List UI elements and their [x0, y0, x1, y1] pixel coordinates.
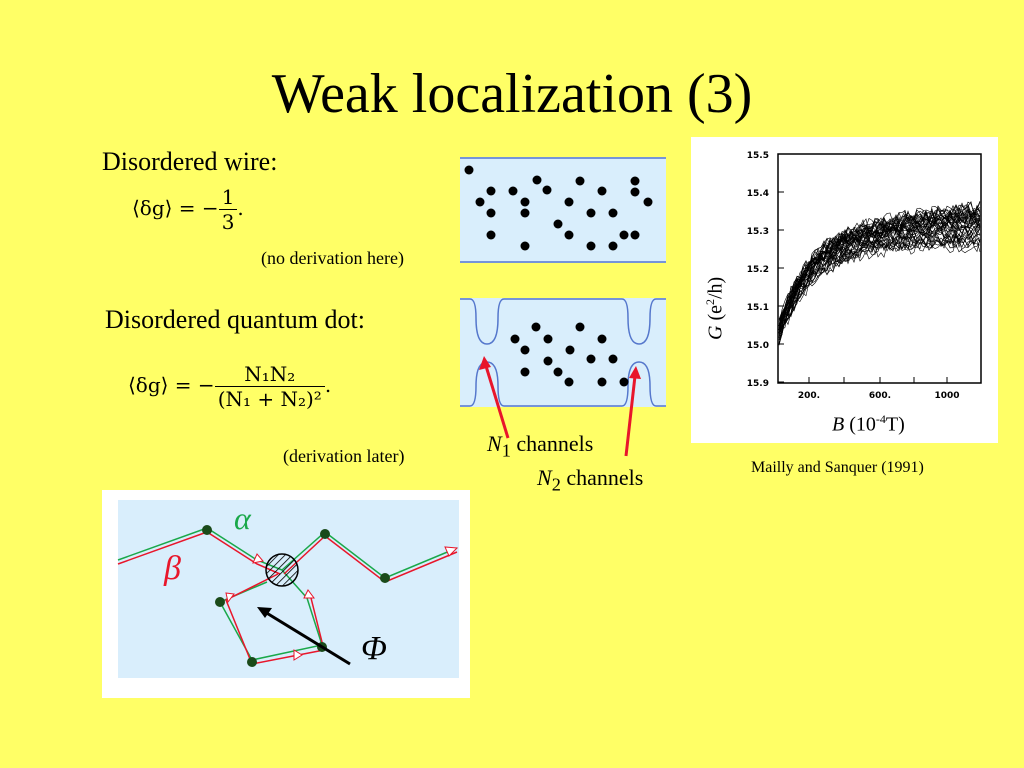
y-axis-unit: (e	[704, 305, 727, 326]
wire-impurities	[464, 165, 653, 251]
y-tick-label: 15.2	[747, 265, 769, 275]
n1-text: channels	[510, 431, 594, 456]
wire-label: Disordered wire:	[102, 147, 278, 176]
dot-eq-denominator: (N₁ + N₂)²	[217, 387, 322, 411]
dot-equation: ⟨δg⟩ = −N₁N₂(N₁ + N₂)².	[128, 362, 331, 411]
y-axis-label: G (e2/h)	[703, 277, 728, 340]
y-axis-unit-exp: 2	[703, 299, 717, 305]
y-tick-label: 15.9	[747, 379, 769, 389]
x-tick-label: 600.	[869, 391, 891, 401]
dot-label: Disordered quantum dot:	[105, 305, 365, 334]
wire-eq-numerator: 1	[218, 185, 238, 210]
plot-citation: Mailly and Sanquer (1991)	[751, 459, 924, 476]
n2-symbol: N	[537, 465, 552, 490]
x-tick-label: 1000	[934, 391, 959, 401]
wire-eq-end: .	[237, 196, 244, 220]
y-tick-label: 15.4	[747, 189, 769, 199]
dot-eq-lhs: ⟨δg⟩ = −	[128, 373, 215, 397]
interference-diagram	[102, 490, 470, 698]
dot-eq-end: .	[324, 373, 332, 397]
dot-eq-fraction: N₁N₂(N₁ + N₂)²	[214, 362, 325, 411]
y-axis-symbol: G	[704, 325, 727, 340]
conductance-traces	[778, 200, 981, 346]
dot-impurities	[510, 322, 629, 387]
channel-arrows	[479, 356, 641, 457]
n2-subscript: 2	[551, 474, 561, 495]
n2-channels-label: N2 channels	[537, 465, 643, 495]
conductance-plot: 15.5 15.4 15.3 15.2 15.1 15.0 15.9 200. …	[691, 137, 998, 443]
dot-note: (derivation later)	[283, 446, 405, 466]
x-tick-label: 200.	[798, 391, 820, 401]
n1-channels-label: N1 channels	[487, 431, 593, 461]
slide-title: Weak localization (3)	[271, 63, 753, 125]
wire-eq-lhs: ⟨δg⟩ = −	[132, 196, 219, 220]
direction-arrowheads	[225, 546, 459, 661]
dot-eq-numerator: N₁N₂	[214, 362, 325, 387]
y-tick-label: 15.1	[747, 303, 769, 313]
n2-text: channels	[560, 465, 644, 490]
n1-subscript: 1	[501, 440, 511, 461]
y-tick-label: 15.3	[747, 227, 769, 237]
hatched-scatterer	[265, 553, 299, 587]
phi-label: Φ	[361, 630, 387, 667]
wire-eq-denominator: 3	[221, 210, 235, 234]
x-axis-label: B (10-4T)	[832, 412, 905, 437]
flux-arrow	[257, 607, 351, 666]
x-axis-unit-end: T)	[885, 413, 905, 436]
alpha-label: α	[234, 500, 251, 536]
y-axis-unit-end: /h)	[704, 276, 727, 299]
x-axis-unit-exp: -4	[875, 412, 886, 426]
x-axis-symbol: B	[832, 413, 845, 436]
wire-note: (no derivation here)	[261, 248, 404, 268]
y-tick-label: 15.0	[747, 341, 769, 351]
beta-label: β	[164, 550, 181, 587]
x-axis-unit: (10	[844, 413, 876, 436]
y-tick-label: 15.5	[747, 151, 769, 161]
wire-diagram	[460, 157, 666, 263]
n1-symbol: N	[487, 431, 502, 456]
